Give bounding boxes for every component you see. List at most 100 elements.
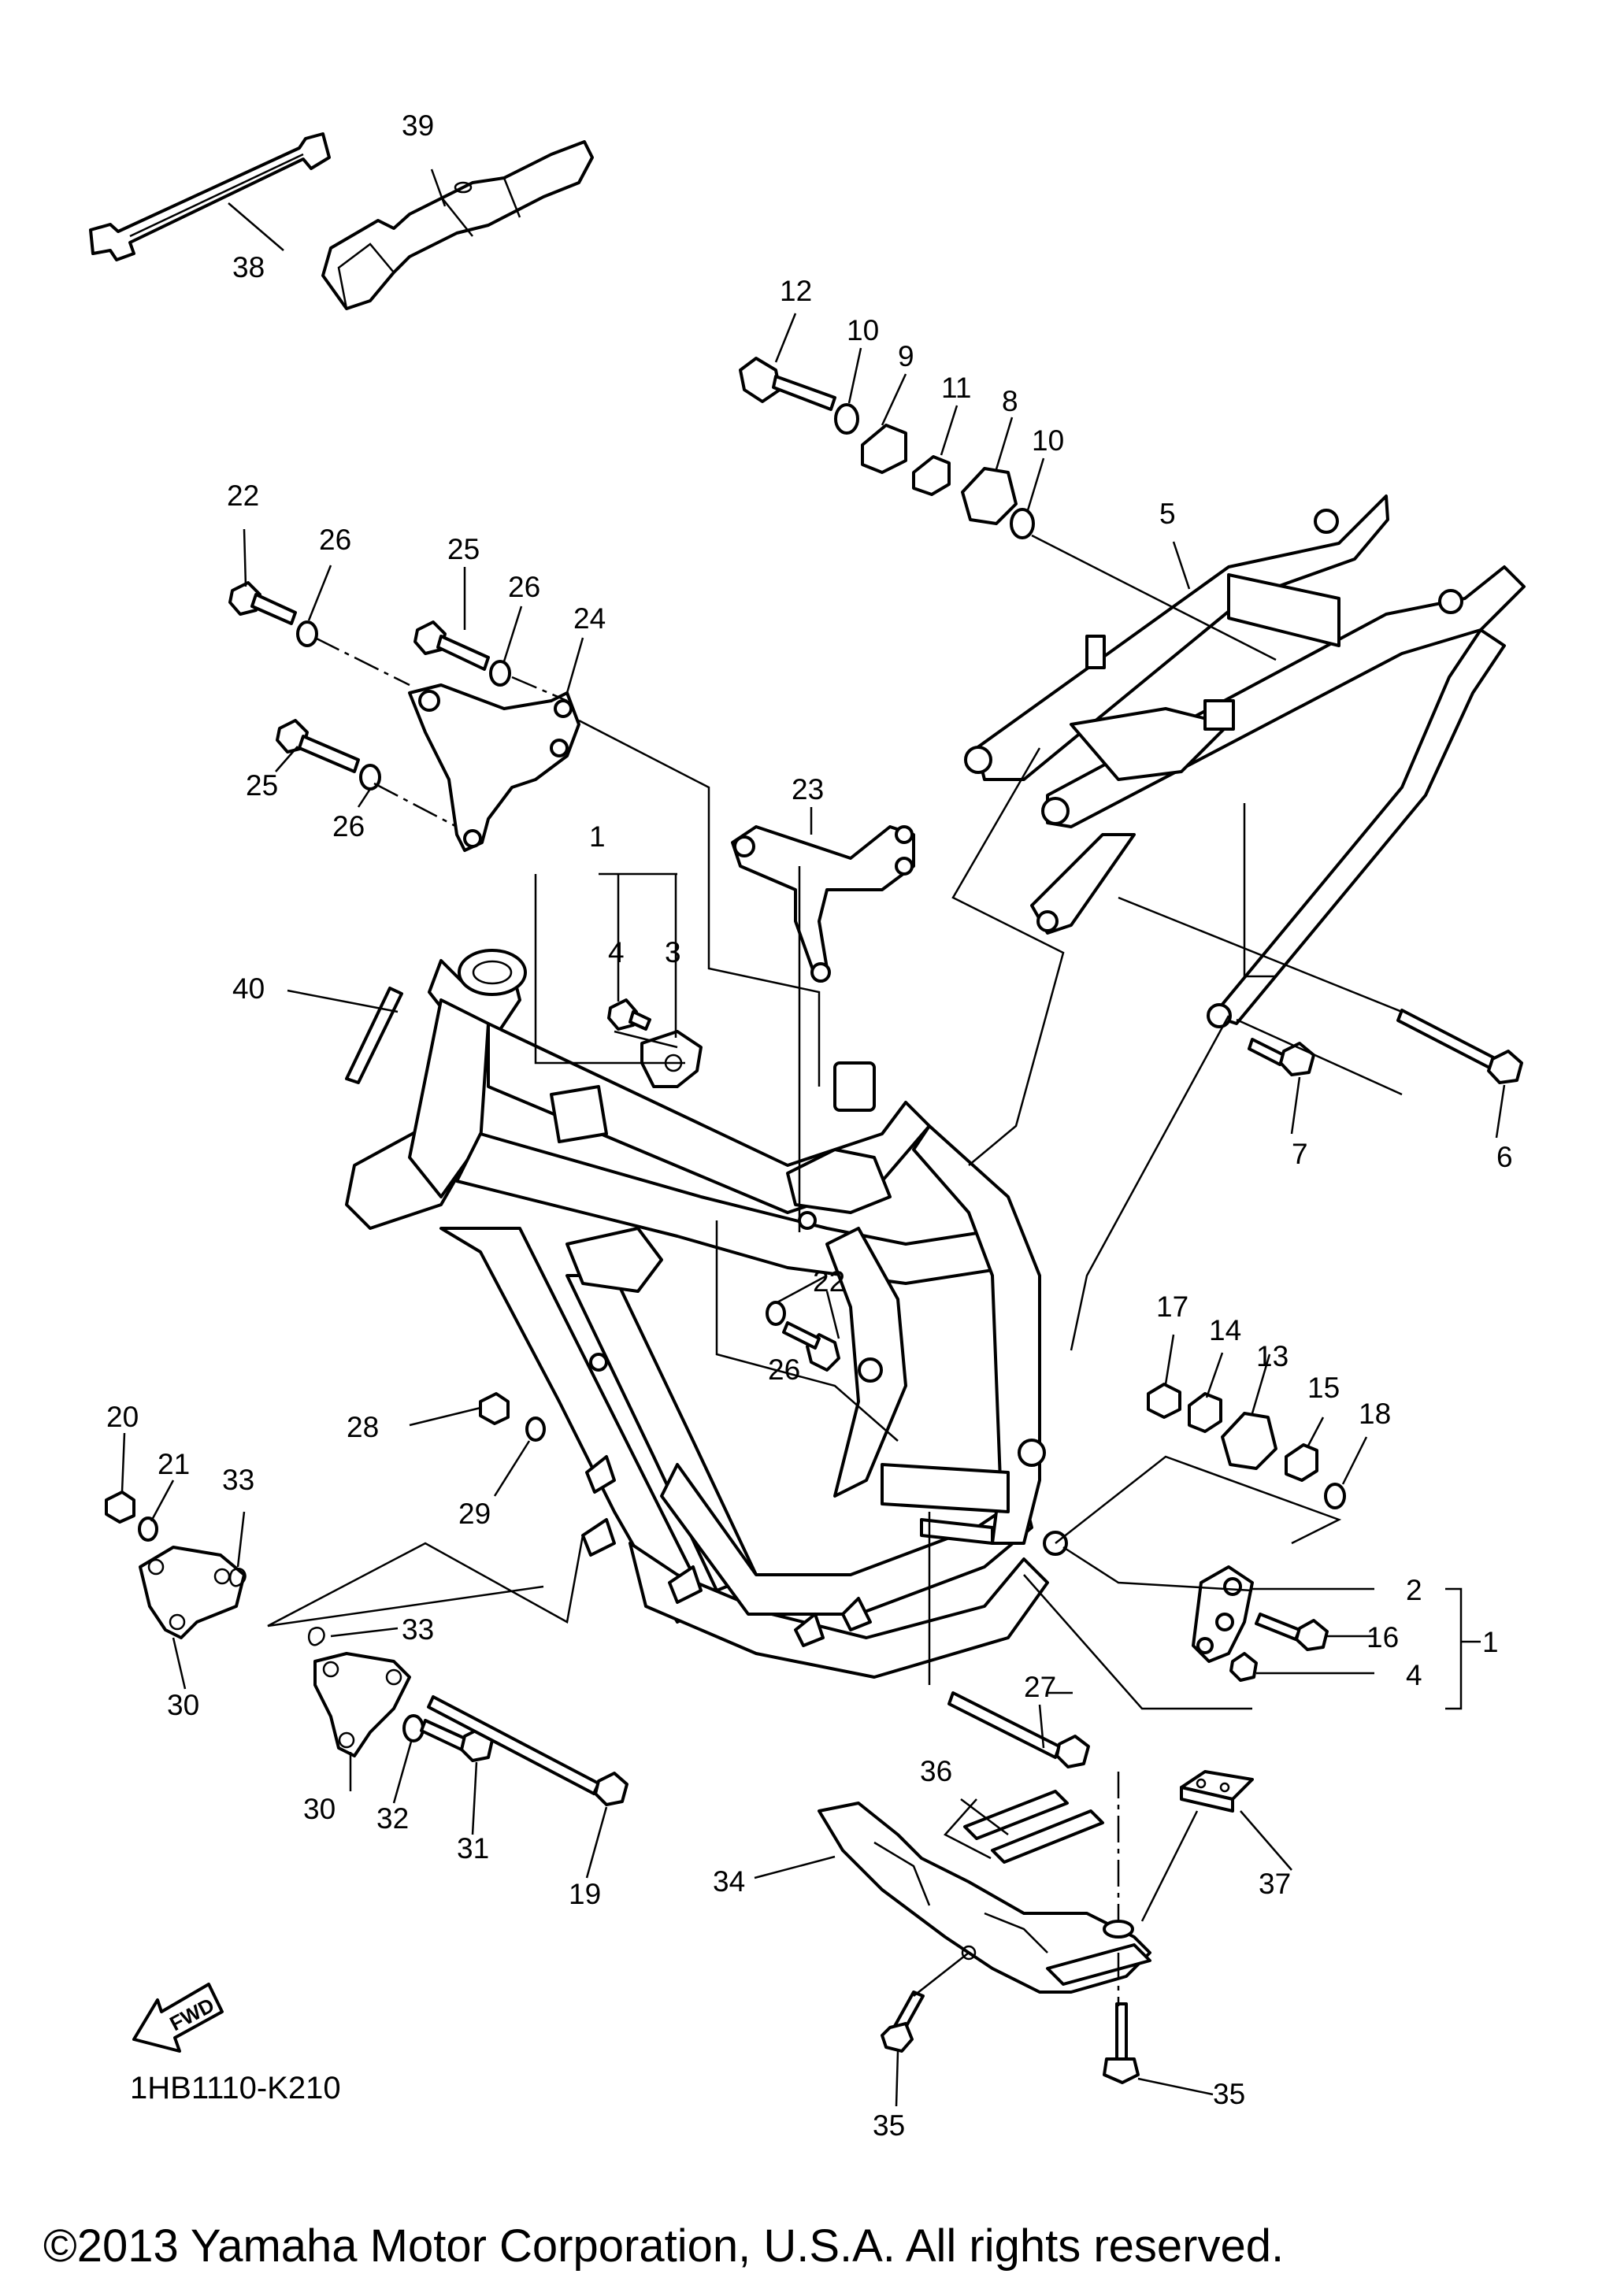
engine-bracket-30-right <box>313 1652 411 1757</box>
callout-15: 15 <box>1307 1372 1340 1404</box>
bearing-13 <box>1221 1412 1277 1470</box>
callout-38: 38 <box>232 251 265 283</box>
callout-28: 28 <box>347 1411 379 1443</box>
callout-12: 12 <box>780 275 812 307</box>
callout-33-a: 33 <box>222 1464 254 1496</box>
bolt-35-left <box>881 1990 925 2053</box>
callout-3: 3 <box>665 936 681 968</box>
bolt-25-b <box>276 719 360 773</box>
nut-20 <box>105 1491 135 1524</box>
washer-18 <box>1324 1483 1346 1509</box>
callout-25-a: 25 <box>447 533 480 565</box>
callout-11: 11 <box>941 372 971 404</box>
washer-26-a <box>296 620 318 647</box>
callout-19: 19 <box>569 1878 601 1910</box>
callout-8: 8 <box>1002 385 1018 417</box>
callout-25-b: 25 <box>246 769 278 802</box>
callout-27: 27 <box>1024 1671 1056 1703</box>
callout-26-d: 26 <box>768 1354 800 1386</box>
bolt-22-top <box>228 581 297 625</box>
callout-20: 20 <box>106 1401 139 1433</box>
skid-plate <box>818 1802 1151 1994</box>
callout-31: 31 <box>457 1832 489 1865</box>
callout-33-b: 33 <box>402 1613 434 1646</box>
callout-numbers: 39 38 12 10 9 11 8 10 5 22 26 25 26 24 2… <box>106 109 1513 2142</box>
copyright-notice: ©2013 Yamaha Motor Corporation, U.S.A. A… <box>43 2220 1284 2272</box>
collar-11 <box>912 455 951 496</box>
callout-29: 29 <box>458 1498 491 1530</box>
plug-wrench-tool <box>321 140 594 310</box>
nut-17 <box>1147 1383 1181 1419</box>
washer-26-d <box>766 1301 786 1326</box>
callout-1-right: 1 <box>1482 1626 1499 1658</box>
callout-35-a: 35 <box>873 2109 905 2142</box>
leader-lines <box>121 168 1506 2107</box>
callout-4-right: 4 <box>1406 1659 1422 1691</box>
callout-30-b: 30 <box>303 1793 336 1825</box>
bolt-25-a <box>413 620 490 671</box>
callout-39: 39 <box>402 109 434 142</box>
long-bolt-27 <box>947 1691 1090 1768</box>
collar-15 <box>1285 1443 1318 1482</box>
clip-33-bottom <box>307 1627 325 1646</box>
callout-14: 14 <box>1209 1314 1241 1346</box>
callout-18: 18 <box>1359 1398 1391 1430</box>
washer-26-b <box>489 660 511 687</box>
callout-34: 34 <box>713 1865 745 1898</box>
washer-10-a <box>834 403 859 435</box>
bolt-4-right <box>1229 1652 1258 1682</box>
callout-36: 36 <box>920 1755 952 1787</box>
bolt-35-right <box>1103 2002 1140 2084</box>
callout-6: 6 <box>1496 1141 1513 1173</box>
bolt-22-mid <box>782 1321 840 1372</box>
callout-24: 24 <box>573 602 606 635</box>
callout-26-c: 26 <box>332 810 365 842</box>
callout-17: 17 <box>1156 1291 1188 1323</box>
callout-5: 5 <box>1159 498 1176 530</box>
washer-21 <box>138 1516 158 1542</box>
pad-36-b <box>991 1809 1104 1864</box>
callout-16: 16 <box>1366 1621 1399 1653</box>
main-frame <box>345 949 1068 1679</box>
engine-bracket-30-left <box>139 1546 246 1639</box>
engine-bracket-24 <box>408 683 580 852</box>
callout-10-a: 10 <box>847 314 879 346</box>
bolt-16 <box>1255 1613 1329 1651</box>
pad-36-a <box>963 1790 1069 1840</box>
bolt-6 <box>1396 1009 1523 1084</box>
callout-9: 9 <box>898 340 914 372</box>
callout-13: 13 <box>1256 1340 1289 1372</box>
bolt-12 <box>739 357 836 411</box>
callout-40: 40 <box>232 972 265 1005</box>
callout-1-top: 1 <box>589 820 606 853</box>
callout-21: 21 <box>158 1448 190 1480</box>
callout-30-a: 30 <box>167 1689 199 1721</box>
nut-28 <box>479 1392 510 1425</box>
long-bolt-19 <box>427 1695 629 1806</box>
washer-32 <box>402 1714 425 1742</box>
plate-40 <box>345 987 403 1084</box>
engine-bracket-upper-23 <box>731 825 915 983</box>
callout-23: 23 <box>792 773 824 805</box>
collar-9 <box>861 424 907 474</box>
pivot-bracket-2 <box>1192 1565 1254 1663</box>
callout-2: 2 <box>1406 1574 1422 1606</box>
spanner-tool <box>89 132 331 261</box>
collar-14 <box>1188 1392 1222 1433</box>
washer-10-b <box>1010 508 1035 539</box>
callout-22-b: 22 <box>813 1265 845 1298</box>
callout-7: 7 <box>1292 1138 1308 1170</box>
clip-33-left <box>228 1568 247 1587</box>
bearing-8 <box>961 467 1018 525</box>
bolt-7 <box>1248 1038 1315 1076</box>
diagram-code: 1HB1110-K210 <box>130 2071 341 2105</box>
callout-26-a: 26 <box>319 524 351 556</box>
washer-29 <box>525 1416 546 1442</box>
damper-37 <box>1180 1770 1254 1813</box>
callout-37: 37 <box>1259 1868 1291 1900</box>
assembly-lines <box>267 636 1403 2006</box>
callout-22-a: 22 <box>227 480 259 512</box>
callout-10-b: 10 <box>1032 424 1064 457</box>
callout-35-b: 35 <box>1213 2078 1245 2110</box>
